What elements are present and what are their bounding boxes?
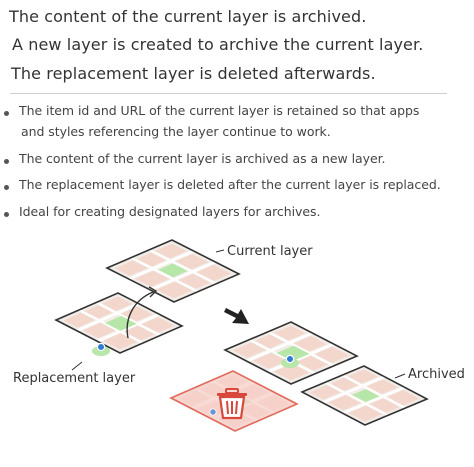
updated-current-layer-map	[225, 322, 357, 384]
bullet-dot	[4, 212, 9, 217]
bullet-text: Ideal for creating designated layers for…	[19, 204, 321, 219]
divider	[10, 93, 447, 94]
trash-icon	[217, 388, 247, 420]
bullet-dot	[4, 111, 9, 116]
heading-line-3: The replacement layer is deleted afterwa…	[11, 64, 376, 83]
transfer-arrow	[126, 291, 154, 339]
heading-line-2: A new layer is created to archive the cu…	[12, 35, 424, 54]
replacement-layer-label: Replacement layer	[13, 371, 136, 386]
replacement-layer-map	[56, 293, 182, 371]
current-layer-map	[107, 240, 239, 302]
archived-layer-map	[302, 366, 427, 425]
arrow-icon	[224, 308, 249, 324]
archived-label: Archived	[408, 367, 465, 382]
map-pin-icon	[209, 408, 217, 416]
bullet-dot	[4, 185, 9, 190]
bullet-text: and styles referencing the layer continu…	[21, 124, 331, 139]
bullet-dot	[4, 159, 9, 164]
bullet-text: The content of the current layer is arch…	[19, 151, 386, 166]
current-layer-label: Current layer	[227, 244, 313, 259]
bullet-text: The item id and URL of the current layer…	[19, 103, 420, 118]
map-pin-icon	[92, 342, 110, 356]
heading-line-1: The content of the current layer is arch…	[9, 7, 367, 26]
deleted-replacement-layer-map	[171, 371, 297, 431]
map-pin-icon	[281, 354, 299, 368]
bullet-text: The replacement layer is deleted after t…	[19, 177, 441, 192]
